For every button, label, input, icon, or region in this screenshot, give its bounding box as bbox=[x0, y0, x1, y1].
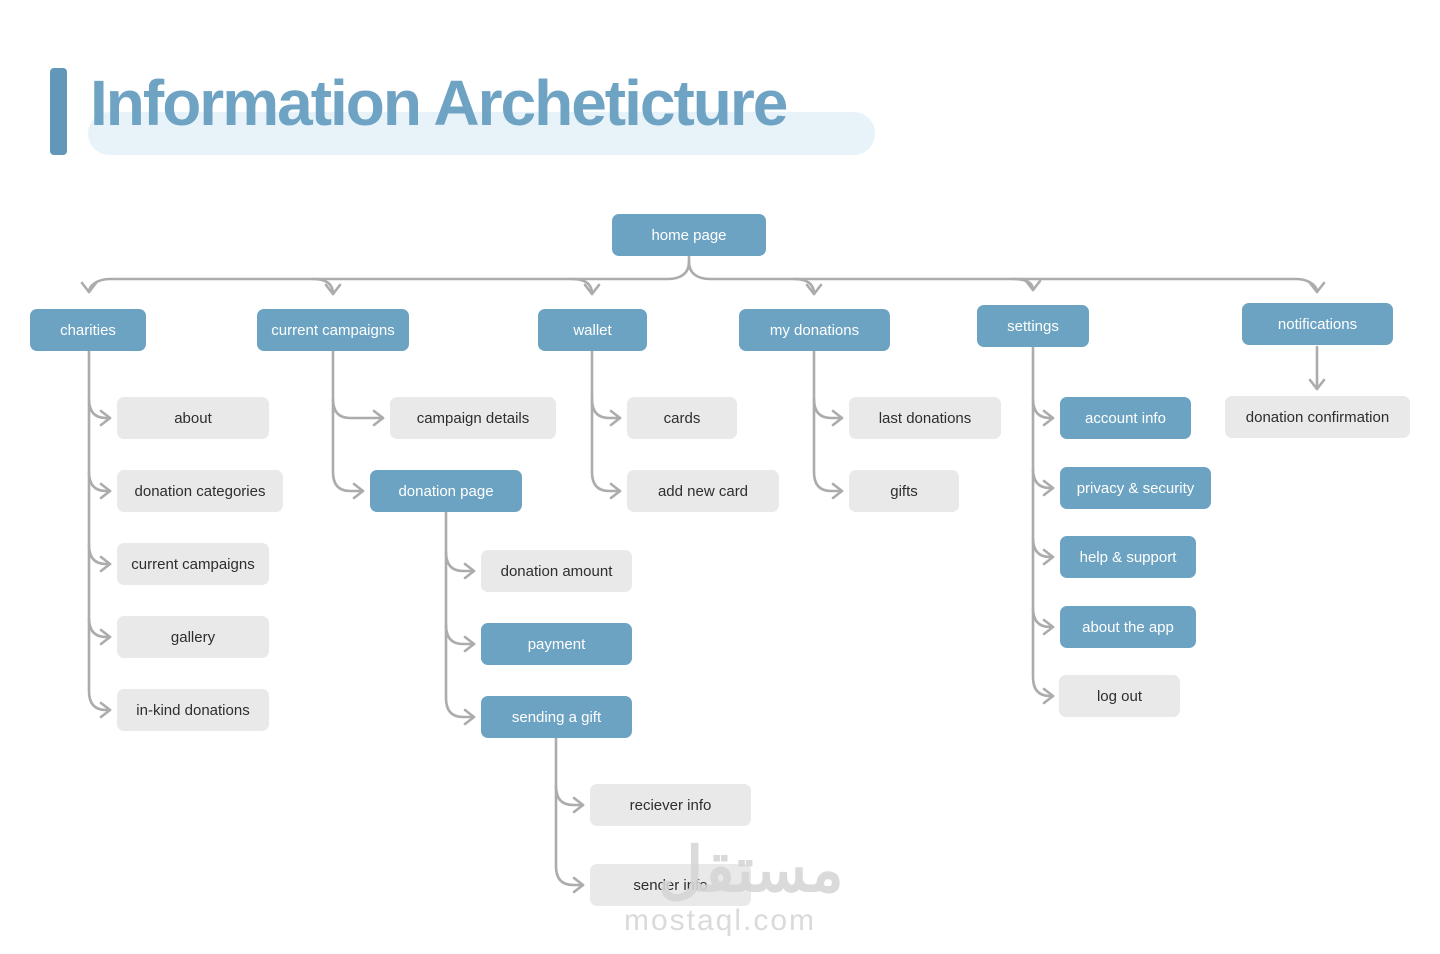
connector-dp-donation-amount bbox=[444, 550, 476, 580]
connector-charities-gallery bbox=[87, 616, 112, 646]
connector-gift-reciever-info bbox=[554, 784, 585, 814]
connector-settings-help bbox=[1031, 536, 1055, 566]
connector-drop-current-campaigns bbox=[311, 277, 342, 296]
node-cards: cards bbox=[627, 397, 737, 439]
connector-home-fan-right bbox=[687, 260, 1326, 294]
connector-gift-trunk bbox=[554, 736, 585, 894]
connector-settings-privacy bbox=[1031, 467, 1055, 497]
node-charities: charities bbox=[30, 309, 146, 351]
connector-cc-trunk bbox=[331, 349, 365, 500]
node-my-donations: my donations bbox=[739, 309, 890, 351]
connector-charities-trunk bbox=[87, 349, 112, 719]
node-donation-confirmation: donation confirmation bbox=[1225, 396, 1410, 438]
node-about-the-app: about the app bbox=[1060, 606, 1196, 648]
connector-charities-current-campaigns bbox=[87, 543, 112, 573]
node-add-new-card: add new card bbox=[627, 470, 779, 512]
node-about: about bbox=[117, 397, 269, 439]
node-privacy-security: privacy & security bbox=[1060, 467, 1211, 509]
connector-settings-trunk bbox=[1031, 345, 1055, 705]
connector-md-last-donations bbox=[812, 397, 844, 427]
connector-dp-trunk bbox=[444, 510, 476, 726]
node-sender-info: sender info bbox=[590, 864, 751, 906]
connector-charities-about bbox=[87, 397, 112, 427]
connector-wallet-trunk bbox=[590, 349, 622, 500]
node-sending-a-gift: sending a gift bbox=[481, 696, 632, 738]
connector-settings-about-app bbox=[1031, 606, 1055, 636]
connector-cc-campaign-details bbox=[331, 397, 385, 427]
title-highlight bbox=[88, 112, 875, 155]
node-reciever-info: reciever info bbox=[590, 784, 751, 826]
node-notifications: notifications bbox=[1242, 303, 1393, 345]
node-help-support: help & support bbox=[1060, 536, 1196, 578]
node-donation-page: donation page bbox=[370, 470, 522, 512]
node-last-donations: last donations bbox=[849, 397, 1001, 439]
node-donation-categories: donation categories bbox=[117, 470, 283, 512]
node-settings: settings bbox=[977, 305, 1089, 347]
connector-drop-wallet bbox=[570, 277, 601, 296]
connector-settings-account-info bbox=[1031, 397, 1055, 427]
node-payment: payment bbox=[481, 623, 632, 665]
node-gallery: gallery bbox=[117, 616, 269, 658]
connector-home-fan-left bbox=[80, 254, 691, 294]
node-current-campaigns-sub: current campaigns bbox=[117, 543, 269, 585]
connector-drop-my-donations bbox=[792, 277, 823, 296]
connector-wallet-cards bbox=[590, 397, 622, 427]
node-log-out: log out bbox=[1059, 675, 1180, 717]
connector-md-trunk bbox=[812, 349, 844, 500]
node-account-info: account info bbox=[1060, 397, 1191, 439]
node-home-page: home page bbox=[612, 214, 766, 256]
node-donation-amount: donation amount bbox=[481, 550, 632, 592]
connector-drop-settings bbox=[1011, 277, 1042, 292]
page-title: Information Archeticture bbox=[90, 67, 788, 139]
connector-dp-payment bbox=[444, 623, 476, 653]
node-campaign-details: campaign details bbox=[390, 397, 556, 439]
connector-charities-donation-categories bbox=[87, 470, 112, 500]
node-gifts: gifts bbox=[849, 470, 959, 512]
node-in-kind-donations: in-kind donations bbox=[117, 689, 269, 731]
node-wallet: wallet bbox=[538, 309, 647, 351]
title-accent-bar bbox=[50, 68, 67, 155]
node-current-campaigns: current campaigns bbox=[257, 309, 409, 351]
